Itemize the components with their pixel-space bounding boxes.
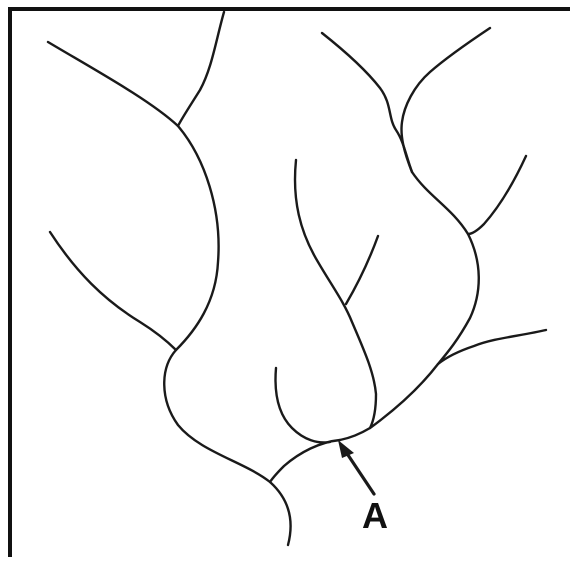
frame-left-border [8, 7, 12, 557]
frame-top-border [8, 7, 570, 11]
point-label-a: A [362, 495, 388, 536]
